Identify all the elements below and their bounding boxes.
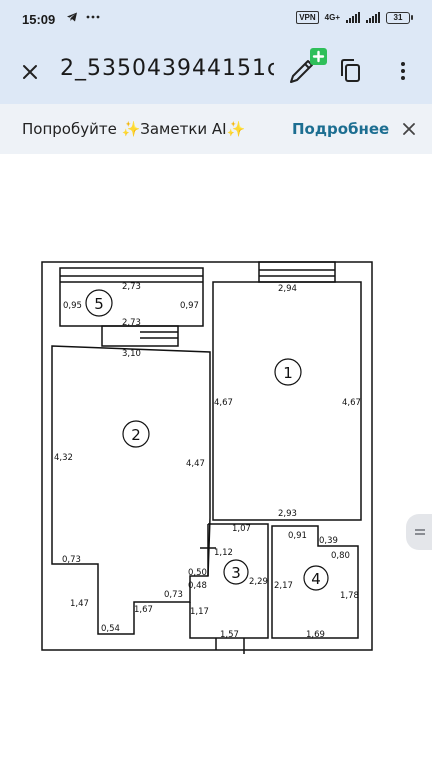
- telegram-icon: [67, 12, 77, 22]
- dim-label: 1,57: [220, 630, 239, 640]
- image-viewer[interactable]: [0, 154, 432, 780]
- promo-text: Попробуйте ✨Заметки AI✨: [22, 120, 246, 138]
- dim-label: 0,50: [188, 568, 207, 578]
- dim-label: 2,29: [249, 577, 268, 587]
- dim-label: 1,67: [134, 605, 153, 615]
- status-right: VPN 4G+ 31: [296, 11, 413, 24]
- dim-label: 2,94: [278, 284, 297, 294]
- room-number-3: 3: [231, 564, 241, 582]
- copy-button[interactable]: [336, 56, 366, 86]
- floorplan-image: 1 2 3 4 5 2,73 0,95 0,97 2,73 3,10 2,94 …: [41, 261, 373, 654]
- pencil-plus-icon: [290, 48, 327, 83]
- more-vert-icon: [401, 62, 405, 80]
- dim-label: 1,17: [190, 607, 209, 617]
- dim-label: 3,10: [122, 349, 141, 359]
- edit-button[interactable]: [285, 48, 329, 92]
- dim-label: 0,97: [180, 301, 199, 311]
- close-icon: [23, 65, 37, 79]
- dim-label: 1,69: [306, 630, 325, 640]
- room-number-5: 5: [94, 295, 104, 313]
- copy-icon: [341, 59, 360, 82]
- dim-label: 2,73: [122, 282, 141, 292]
- dim-label: 0,54: [101, 624, 120, 634]
- vpn-badge: VPN: [296, 11, 319, 24]
- status-bar: 15:09 VPN 4G+ 31: [0, 0, 432, 38]
- room-circle-2: [122, 420, 150, 448]
- room-circle-4: [303, 565, 329, 591]
- file-title: 2_535043944151с: [60, 56, 274, 81]
- dim-label: 1,12: [214, 548, 233, 558]
- dim-label: 0,80: [331, 551, 350, 561]
- status-left-icons: [66, 11, 100, 23]
- room-circle-1: [274, 358, 302, 386]
- room-circle-5: [85, 289, 113, 317]
- dim-label: 0,48: [188, 581, 207, 591]
- promo-learn-more-link[interactable]: Подробнее: [292, 120, 390, 138]
- dim-label: 0,73: [62, 555, 81, 565]
- room-number-2: 2: [131, 426, 141, 444]
- more-options-button[interactable]: [388, 56, 418, 86]
- dim-label: 4,67: [342, 398, 361, 408]
- app-bar: 2_535043944151с: [0, 38, 432, 104]
- scroll-handle[interactable]: [406, 514, 432, 550]
- signal-icon-2: [366, 12, 380, 23]
- battery-icon: 31: [386, 11, 413, 24]
- dim-label: 4,47: [186, 459, 205, 469]
- network-label: 4G+: [324, 13, 340, 22]
- dim-label: 2,17: [274, 581, 293, 591]
- close-button[interactable]: [16, 58, 44, 86]
- room-number-4: 4: [311, 570, 321, 588]
- dim-label: 0,91: [288, 531, 307, 541]
- dim-label: 1,07: [232, 524, 251, 534]
- promo-banner: Попробуйте ✨Заметки AI✨ Подробнее: [0, 104, 432, 154]
- dim-label: 0,39: [319, 536, 338, 546]
- more-dots-icon: [86, 15, 100, 19]
- status-time: 15:09: [22, 12, 56, 27]
- dim-label: 2,93: [278, 509, 297, 519]
- signal-icon: [346, 12, 360, 23]
- promo-close-button[interactable]: [402, 120, 420, 138]
- dim-label: 1,47: [70, 599, 89, 609]
- dim-label: 0,95: [63, 301, 82, 311]
- dim-label: 0,73: [164, 590, 183, 600]
- dim-label: 4,67: [214, 398, 233, 408]
- dim-label: 1,78: [340, 591, 359, 601]
- room-number-1: 1: [283, 364, 293, 382]
- dim-label: 4,32: [54, 453, 73, 463]
- close-icon: [403, 123, 415, 135]
- dim-label: 2,73: [122, 318, 141, 328]
- room-circle-3: [223, 559, 249, 585]
